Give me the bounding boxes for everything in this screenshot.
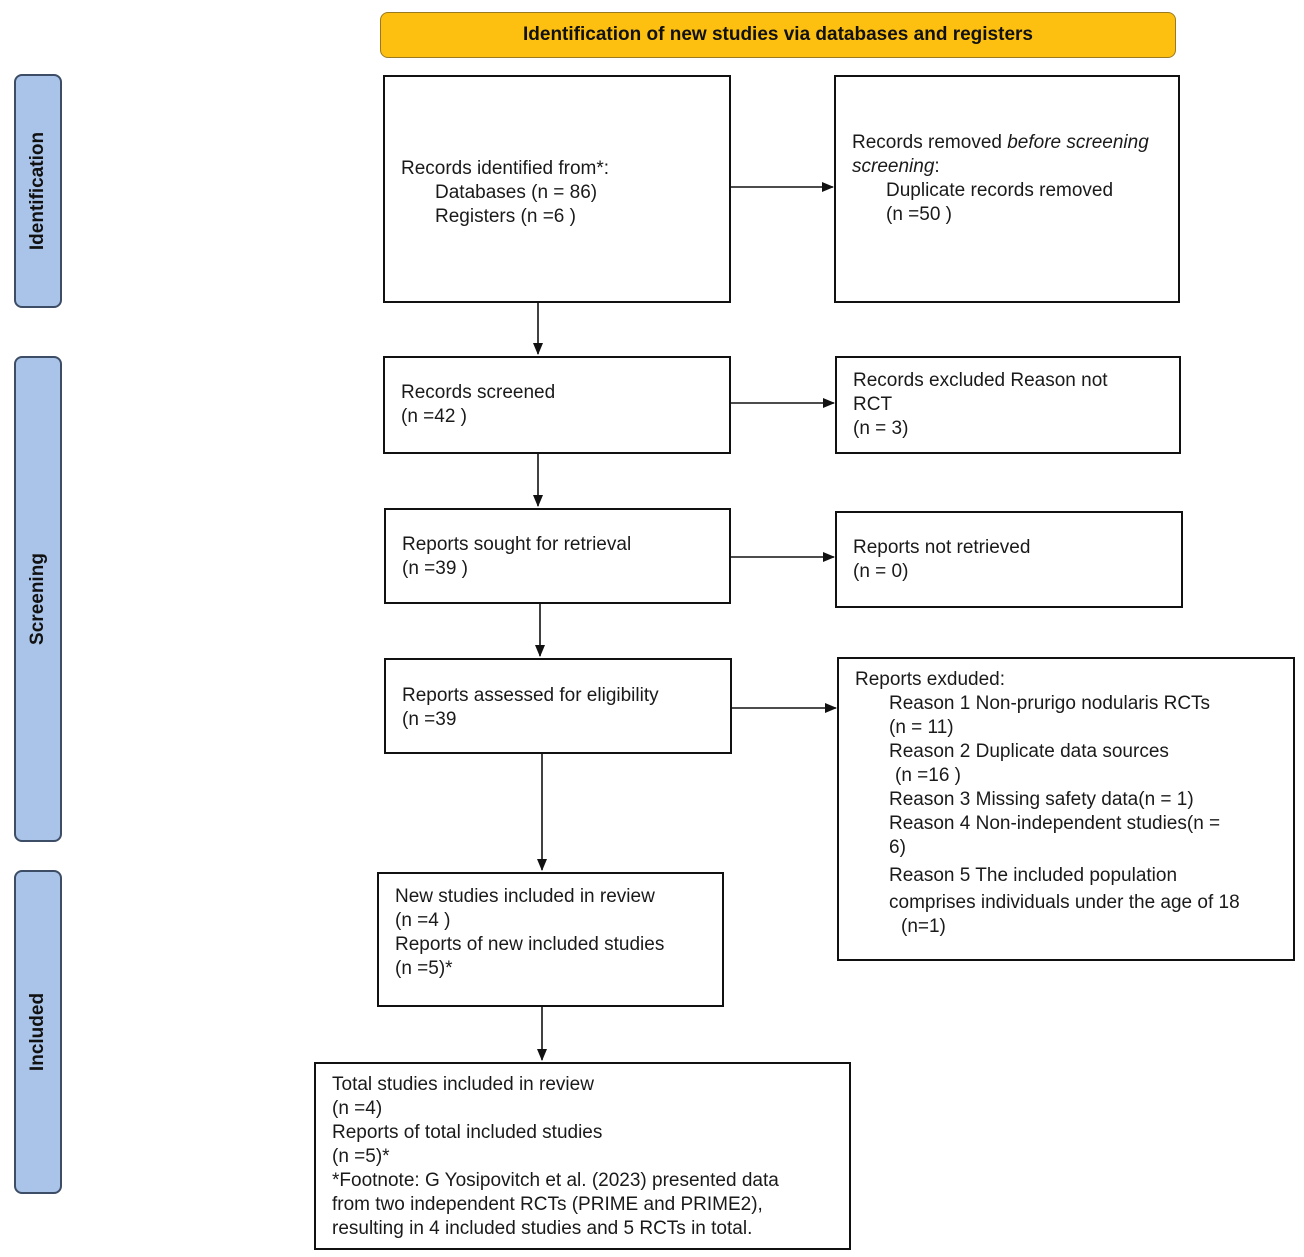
phase-included: Included — [14, 870, 62, 1194]
reports-excluded-reason5-line2: comprises individuals under the age of 1… — [889, 892, 1240, 913]
reports-excluded-reason1: Reason 1 Non-prurigo nodularis RCTs — [889, 693, 1211, 714]
flow-header-title: Identification of new studies via databa… — [523, 24, 1033, 45]
records-screened-count: (n =42 ) — [401, 406, 468, 427]
records-excluded-count: (n = 3) — [853, 418, 909, 439]
records-excluded-box: Records excluded Reason not RCT (n = 3) — [835, 356, 1181, 454]
phase-screening: Screening — [14, 356, 62, 842]
records-excluded-title2: RCT — [853, 394, 893, 415]
reports-sought-title: Reports sought for retrieval — [402, 534, 632, 555]
reports-not-retrieved-title: Reports not retrieved — [853, 537, 1031, 558]
records-identified-box: Records identified from*: Databases (n =… — [383, 75, 731, 303]
records-removed-box: Records removed before screening screeni… — [834, 75, 1180, 303]
reports-excluded-title: Reports exduded: — [855, 669, 1005, 690]
new-studies-title: New studies included in review — [395, 886, 655, 907]
reports-sought-box: Reports sought for retrieval (n =39 ) — [384, 508, 731, 604]
new-studies-box: New studies included in review (n =4 ) R… — [377, 872, 724, 1007]
total-studies-reports: Reports of total included studies — [332, 1122, 603, 1143]
records-screened-title: Records screened — [401, 382, 556, 403]
phase-identification: Identification — [14, 74, 62, 308]
reports-not-retrieved-count: (n = 0) — [853, 561, 909, 582]
reports-sought-count: (n =39 ) — [402, 558, 469, 579]
total-studies-title: Total studies included in review — [332, 1074, 594, 1095]
reports-excluded-reason1-count: (n = 11) — [889, 717, 954, 738]
reports-excluded-reason3: Reason 3 Missing safety data(n = 1) — [889, 789, 1194, 810]
reports-assessed-box: Reports assessed for eligibility (n =39 — [384, 658, 732, 754]
records-identified-title: Records identified from*: — [401, 158, 610, 179]
records-removed-title-end: screening: — [852, 156, 940, 177]
reports-excluded-reason5-count: (n=1) — [901, 916, 946, 937]
records-removed-count: (n =50 ) — [886, 204, 953, 225]
reports-assessed-title: Reports assessed for eligibility — [402, 685, 659, 706]
reports-excluded-box: Reports exduded: Reason 1 Non-prurigo no… — [837, 657, 1295, 961]
records-screened-box: Records screened (n =42 ) — [383, 356, 731, 454]
total-studies-box: Total studies included in review (n =4) … — [314, 1062, 851, 1250]
reports-excluded-reason4: Reason 4 Non-independent studies(n = — [889, 813, 1221, 834]
reports-excluded-reason2-count: (n =16 ) — [895, 765, 962, 786]
reports-excluded-reason4-count: 6) — [889, 837, 906, 858]
reports-excluded-reason2: Reason 2 Duplicate data sources — [889, 741, 1169, 762]
new-studies-count: (n =4 ) — [395, 910, 451, 931]
records-removed-title: Records removed before screening — [852, 132, 1149, 153]
reports-not-retrieved-box: Reports not retrieved (n = 0) — [835, 511, 1183, 608]
total-studies-reports-count: (n =5)* — [332, 1146, 390, 1167]
records-identified-registers: Registers (n =6 ) — [435, 206, 576, 227]
records-identified-databases: Databases (n = 86) — [435, 182, 598, 203]
records-removed-duplicates: Duplicate records removed — [886, 180, 1114, 201]
new-studies-reports: Reports of new included studies — [395, 934, 665, 955]
new-studies-reports-count: (n =5)* — [395, 958, 453, 979]
total-studies-footnote-1: *Footnote: G Yosipovitch et al. (2023) p… — [332, 1170, 779, 1191]
total-studies-footnote-3: resulting in 4 included studies and 5 RC… — [332, 1218, 753, 1239]
reports-excluded-reason5: Reason 5 The included population — [889, 865, 1178, 886]
total-studies-footnote-2: from two independent RCTs (PRIME and PRI… — [332, 1194, 763, 1215]
flow-header-banner: Identification of new studies via databa… — [380, 12, 1176, 58]
reports-assessed-count: (n =39 — [402, 709, 457, 730]
total-studies-count: (n =4) — [332, 1098, 383, 1119]
records-excluded-title: Records excluded Reason not — [853, 370, 1108, 391]
